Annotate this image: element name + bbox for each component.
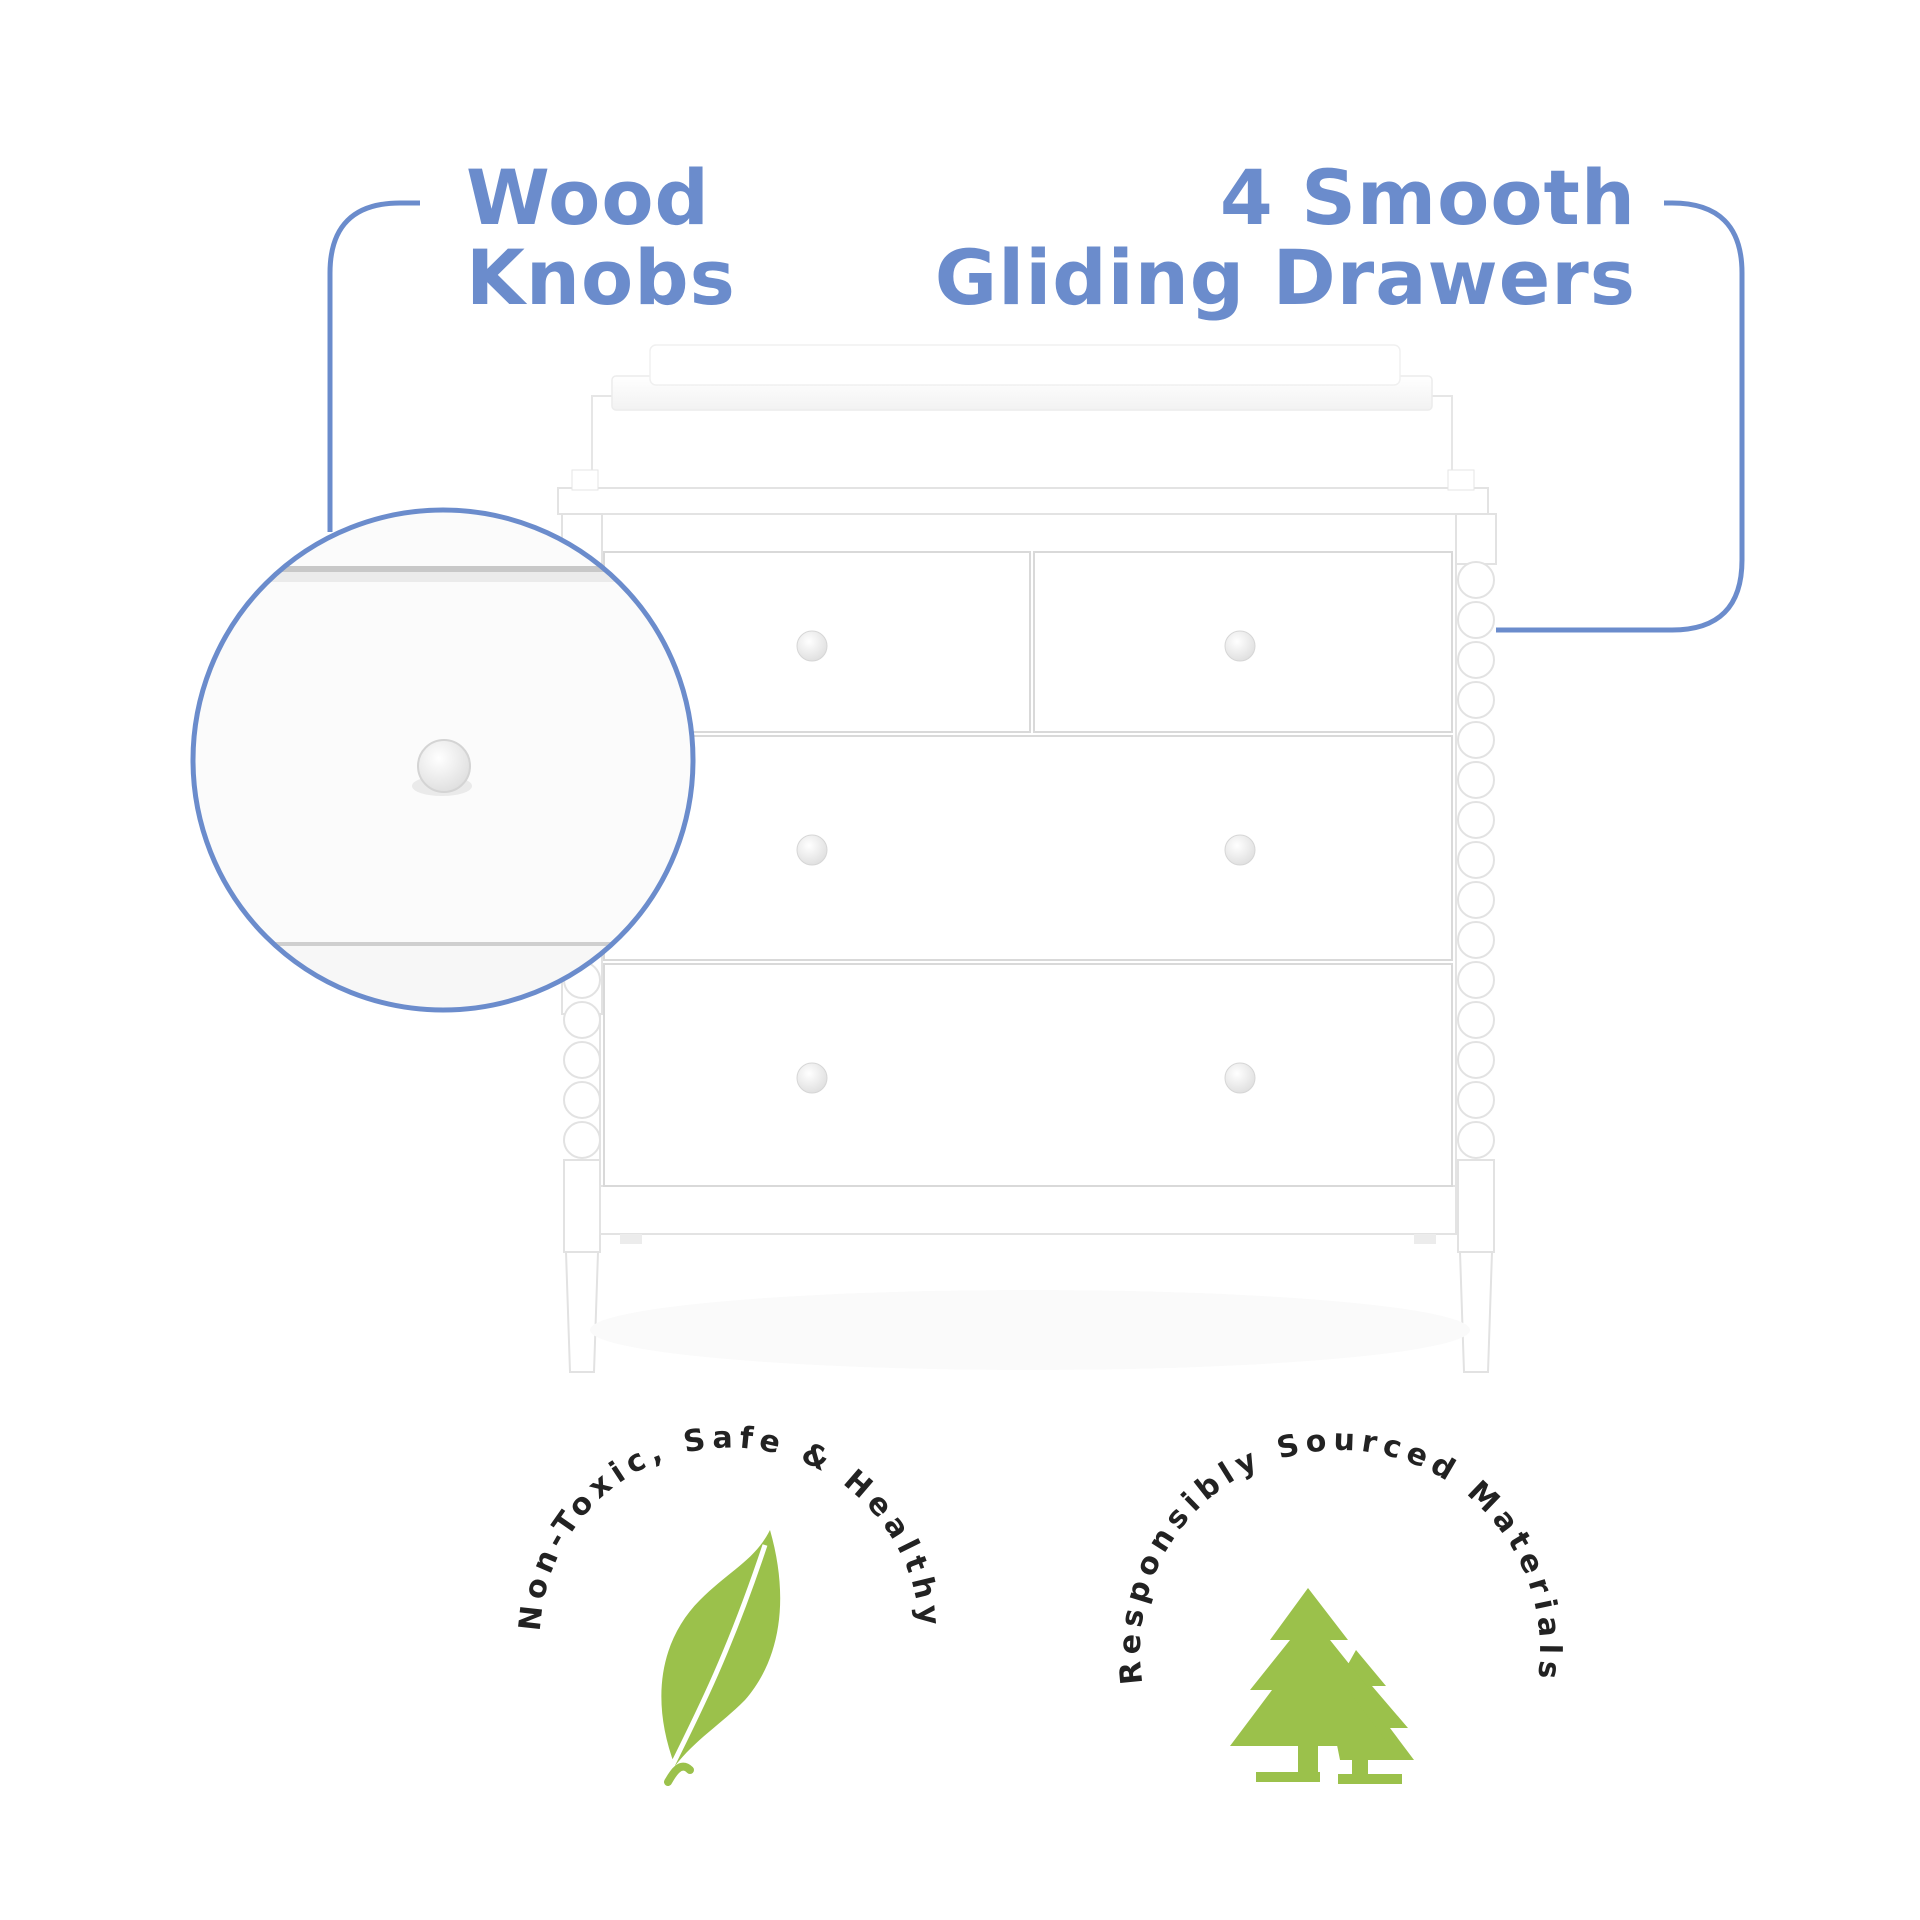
drawers-title: 4 Smooth Gliding Drawers xyxy=(816,158,1636,318)
wood-knobs-title: Wood Knobs xyxy=(466,158,736,318)
wood-knobs-line2: Knobs xyxy=(466,233,736,322)
drawers-line2: Gliding Drawers xyxy=(934,233,1636,322)
drawer-bottom xyxy=(603,963,1453,1187)
bottom-rail xyxy=(599,1185,1457,1235)
knob-closeup xyxy=(417,739,471,793)
drawer-top-right xyxy=(1033,551,1453,733)
knob xyxy=(796,1062,828,1094)
tree-icon xyxy=(1230,1588,1414,1784)
drawers-line1: 4 Smooth xyxy=(1219,153,1636,242)
dresser-top xyxy=(557,487,1489,515)
sourced-badge-text: Responsibly Sourced Materials xyxy=(1113,1423,1568,1687)
right-post xyxy=(1455,513,1497,1373)
sourced-badge: Responsibly Sourced Materials xyxy=(1113,1423,1568,1784)
drawers-leader-line xyxy=(1496,200,1745,633)
wood-knobs-line1: Wood xyxy=(466,153,710,242)
non-toxic-badge: Non-Toxic, Safe & Healthy xyxy=(513,1420,941,1786)
knob xyxy=(796,630,828,662)
leaf-icon xyxy=(661,1530,781,1786)
wood-knobs-leader-line xyxy=(327,200,420,532)
knob xyxy=(796,834,828,866)
knob xyxy=(1224,630,1256,662)
changing-tray xyxy=(591,344,1453,489)
knob xyxy=(1224,1062,1256,1094)
knob xyxy=(1224,834,1256,866)
drawer-middle xyxy=(603,735,1453,961)
